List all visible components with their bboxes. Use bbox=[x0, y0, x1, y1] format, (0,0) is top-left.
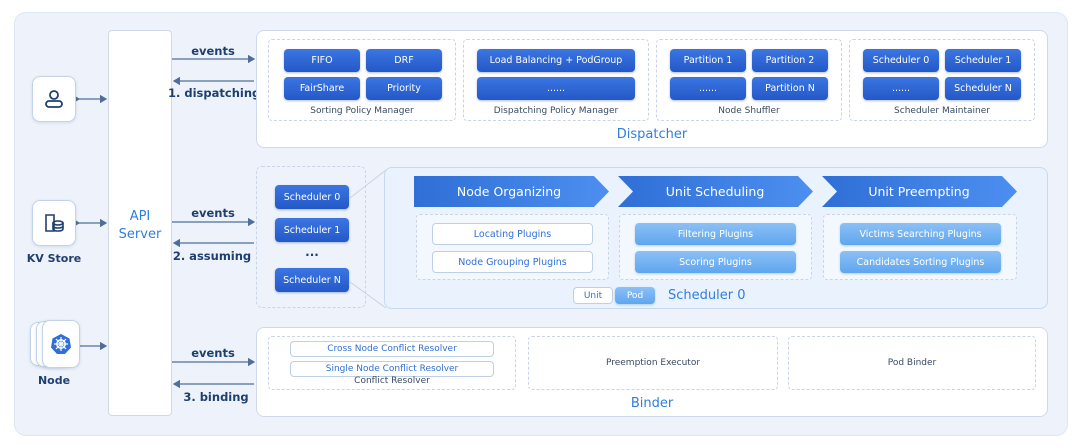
filtering-plugins: Filtering Plugins bbox=[635, 223, 796, 245]
dispatching-more-button: ...... bbox=[477, 77, 635, 100]
kv-store-label: KV Store bbox=[26, 252, 82, 265]
api-server bbox=[108, 30, 172, 416]
dispatching-policy-caption: Dispatching Policy Manager bbox=[493, 106, 619, 116]
fairshare-button: FairShare bbox=[284, 77, 360, 100]
partition-1-button: Partition 1 bbox=[670, 49, 746, 72]
maintainer-scheduler-1-button: Scheduler 1 bbox=[945, 49, 1021, 72]
cross-node-conflict-resolver: Cross Node Conflict Resolver bbox=[290, 341, 494, 357]
scheduler-maintainer-caption: Scheduler Maintainer bbox=[894, 106, 990, 116]
dispatching-policy-manager bbox=[463, 39, 649, 121]
sorting-policy-caption: Sorting Policy Manager bbox=[310, 106, 414, 116]
partition-more-button: ...... bbox=[670, 77, 746, 100]
binding-label: 3. binding bbox=[183, 390, 249, 404]
scheduler-0-button: Scheduler 0 bbox=[275, 185, 349, 209]
kv-store-icon bbox=[32, 200, 76, 246]
node-shuffler-caption: Node Shuffler bbox=[718, 106, 780, 116]
zoom-line-top bbox=[349, 169, 387, 199]
scheduler-1-button: Scheduler 1 bbox=[275, 218, 349, 242]
node-shuffler bbox=[656, 39, 842, 121]
scheduler-maintainer bbox=[849, 39, 1035, 121]
legend-pod: Pod bbox=[615, 287, 655, 304]
stage-unit-scheduling: Unit Scheduling bbox=[665, 184, 765, 199]
maintainer-scheduler-0-button: Scheduler 0 bbox=[863, 49, 939, 72]
partition-n-button: Partition N bbox=[752, 77, 828, 100]
preemption-executor-label: Preemption Executor bbox=[605, 358, 701, 368]
binder-title: Binder bbox=[630, 396, 674, 411]
sorting-policy-manager bbox=[268, 39, 456, 121]
binder-events-label: events bbox=[191, 346, 235, 360]
fifo-button: FIFO bbox=[284, 49, 360, 72]
dispatcher-events-label: events bbox=[191, 44, 235, 58]
pod-binder-label: Pod Binder bbox=[887, 358, 937, 368]
locating-plugins: Locating Plugins bbox=[432, 223, 593, 245]
stage-node-organizing: Node Organizing bbox=[456, 184, 562, 199]
assuming-label: 2. assuming bbox=[172, 249, 252, 263]
scheduler-events-label: events bbox=[191, 206, 235, 220]
node-label: Node bbox=[37, 374, 71, 387]
conflict-resolver-caption: Conflict Resolver bbox=[354, 376, 430, 386]
scheduler-list bbox=[256, 166, 366, 308]
scheduler-n-button: Scheduler N bbox=[275, 268, 349, 292]
dispatcher-title: Dispatcher bbox=[616, 127, 688, 142]
zoom-line-bottom bbox=[349, 281, 387, 309]
api-server-label: API Server bbox=[118, 209, 162, 242]
dispatching-label: 1. dispatching bbox=[168, 86, 261, 100]
drf-button: DRF bbox=[366, 49, 442, 72]
partition-2-button: Partition 2 bbox=[752, 49, 828, 72]
scheduler-ellipsis: ... bbox=[305, 245, 319, 259]
pod-binder bbox=[788, 336, 1036, 390]
scheduler-detail-title: Scheduler 0 bbox=[668, 288, 746, 303]
node-icon bbox=[30, 320, 80, 370]
priority-button: Priority bbox=[366, 77, 442, 100]
candidates-sorting-plugins: Candidates Sorting Plugins bbox=[840, 251, 1001, 273]
node-grouping-plugins: Node Grouping Plugins bbox=[432, 251, 593, 273]
load-balancing-button: Load Balancing + PodGroup bbox=[477, 49, 635, 72]
stage-pipeline bbox=[414, 176, 1017, 207]
conflict-resolver bbox=[268, 336, 516, 390]
user-icon bbox=[32, 76, 76, 122]
stage-unit-preempting: Unit Preempting bbox=[868, 184, 970, 199]
maintainer-more-button: ...... bbox=[863, 77, 939, 100]
scoring-plugins: Scoring Plugins bbox=[635, 251, 796, 273]
maintainer-scheduler-n-button: Scheduler N bbox=[945, 77, 1021, 100]
preemption-executor bbox=[528, 336, 778, 390]
victims-searching-plugins: Victims Searching Plugins bbox=[840, 223, 1001, 245]
single-node-conflict-resolver: Single Node Conflict Resolver bbox=[290, 361, 494, 377]
legend-unit: Unit bbox=[573, 287, 613, 304]
